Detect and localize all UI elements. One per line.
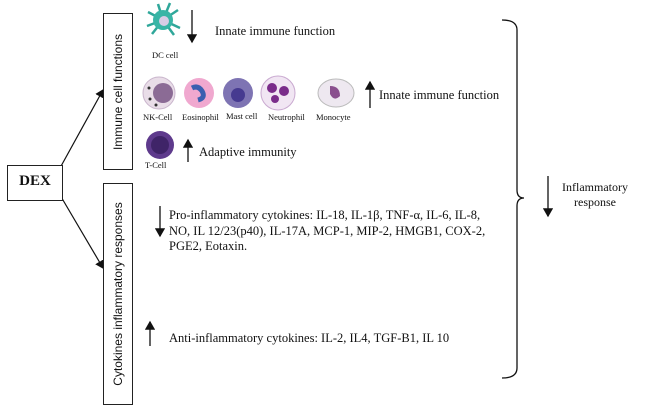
nk-cell-icon <box>142 76 176 110</box>
pro-line: NO, IL 12/23(p40), IL-17A, MCP-1, MIP-2,… <box>169 223 486 238</box>
dex-label: DEX <box>19 173 51 189</box>
neutrophil-icon <box>260 75 296 111</box>
cell-label: Mast cell <box>226 111 258 121</box>
dc-effect: Innate immune function <box>215 24 336 38</box>
cell-label: Eosinophil <box>182 112 219 122</box>
inflammatory-response: Inflammatory response <box>560 180 630 210</box>
immune-cell-functions-box: Immune cell functions <box>103 13 133 170</box>
cell-label: Monocyte <box>316 112 351 122</box>
pro-line: Pro-inflammatory cytokines: IL-18, IL-1β… <box>169 208 481 222</box>
eosinophil-icon <box>184 78 214 108</box>
immune-box-label: Immune cell functions <box>111 33 125 150</box>
t-cell-icon <box>146 131 174 159</box>
anti-inflammatory-text: Anti-inflammatory cytokines: IL-2, IL4, … <box>169 331 450 345</box>
cytokine-box-label: Cytokines inflammatory responses <box>111 202 125 386</box>
arrow-to-immune <box>59 88 104 169</box>
arrow-to-cytokines <box>59 194 104 270</box>
dex-box: DEX <box>7 165 63 201</box>
outcome-line: Inflammatory <box>562 180 628 194</box>
pro-line: PGE2, Eotaxin. <box>169 239 248 253</box>
dc-cell-label: DC cell <box>152 50 179 60</box>
bracket <box>501 19 525 379</box>
innate-effect: Innate immune function <box>379 88 500 102</box>
adaptive-effect: Adaptive immunity <box>199 145 297 159</box>
cell-label: NK-Cell <box>143 112 173 122</box>
dc-cell-icon <box>146 2 181 36</box>
cell-label: Neutrophil <box>268 112 305 122</box>
monocyte-icon <box>317 78 355 108</box>
cytokines-box: Cytokines inflammatory responses <box>103 183 133 405</box>
mast-cell-icon <box>223 78 253 108</box>
t-cell-label: T-Cell <box>145 160 167 170</box>
pro-inflammatory-text: Pro-inflammatory cytokines: IL-18, IL-1β… <box>169 208 485 255</box>
outcome-line: response <box>574 195 616 209</box>
